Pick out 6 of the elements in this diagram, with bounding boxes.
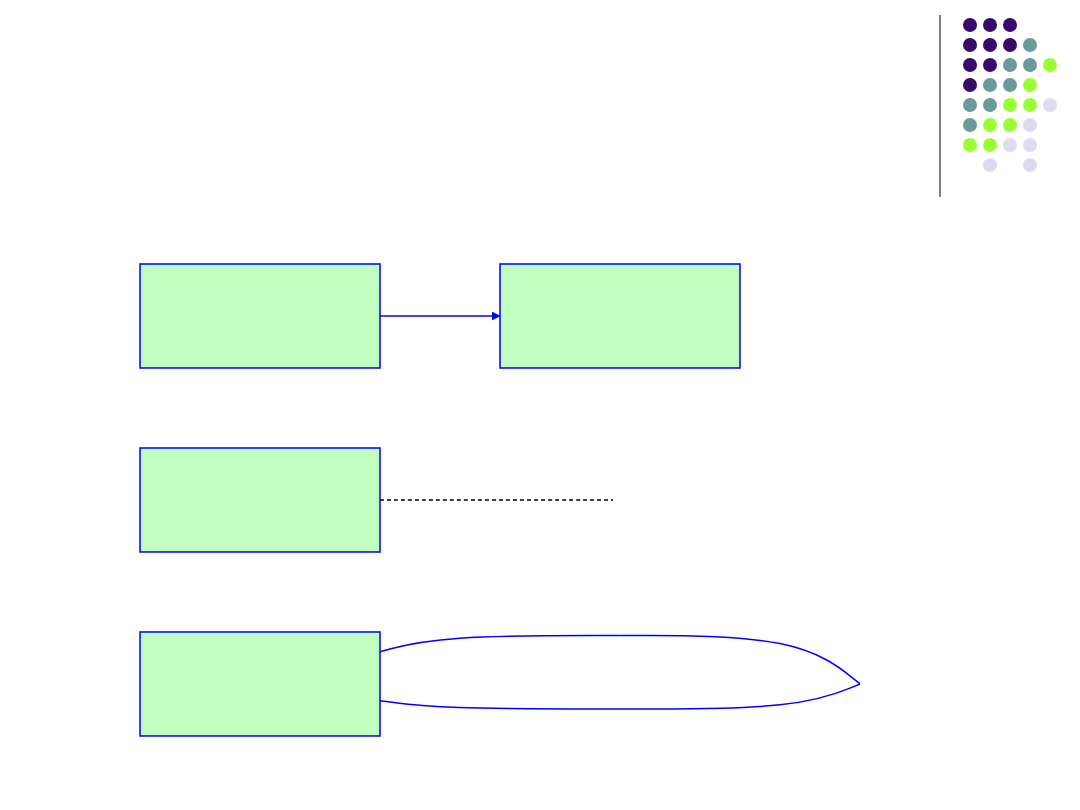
connector: [379, 499, 614, 501]
node-box: [139, 447, 381, 553]
connector: [379, 634, 861, 710]
node-box: [139, 263, 381, 369]
node-box: [499, 263, 741, 369]
node-box: [139, 631, 381, 737]
